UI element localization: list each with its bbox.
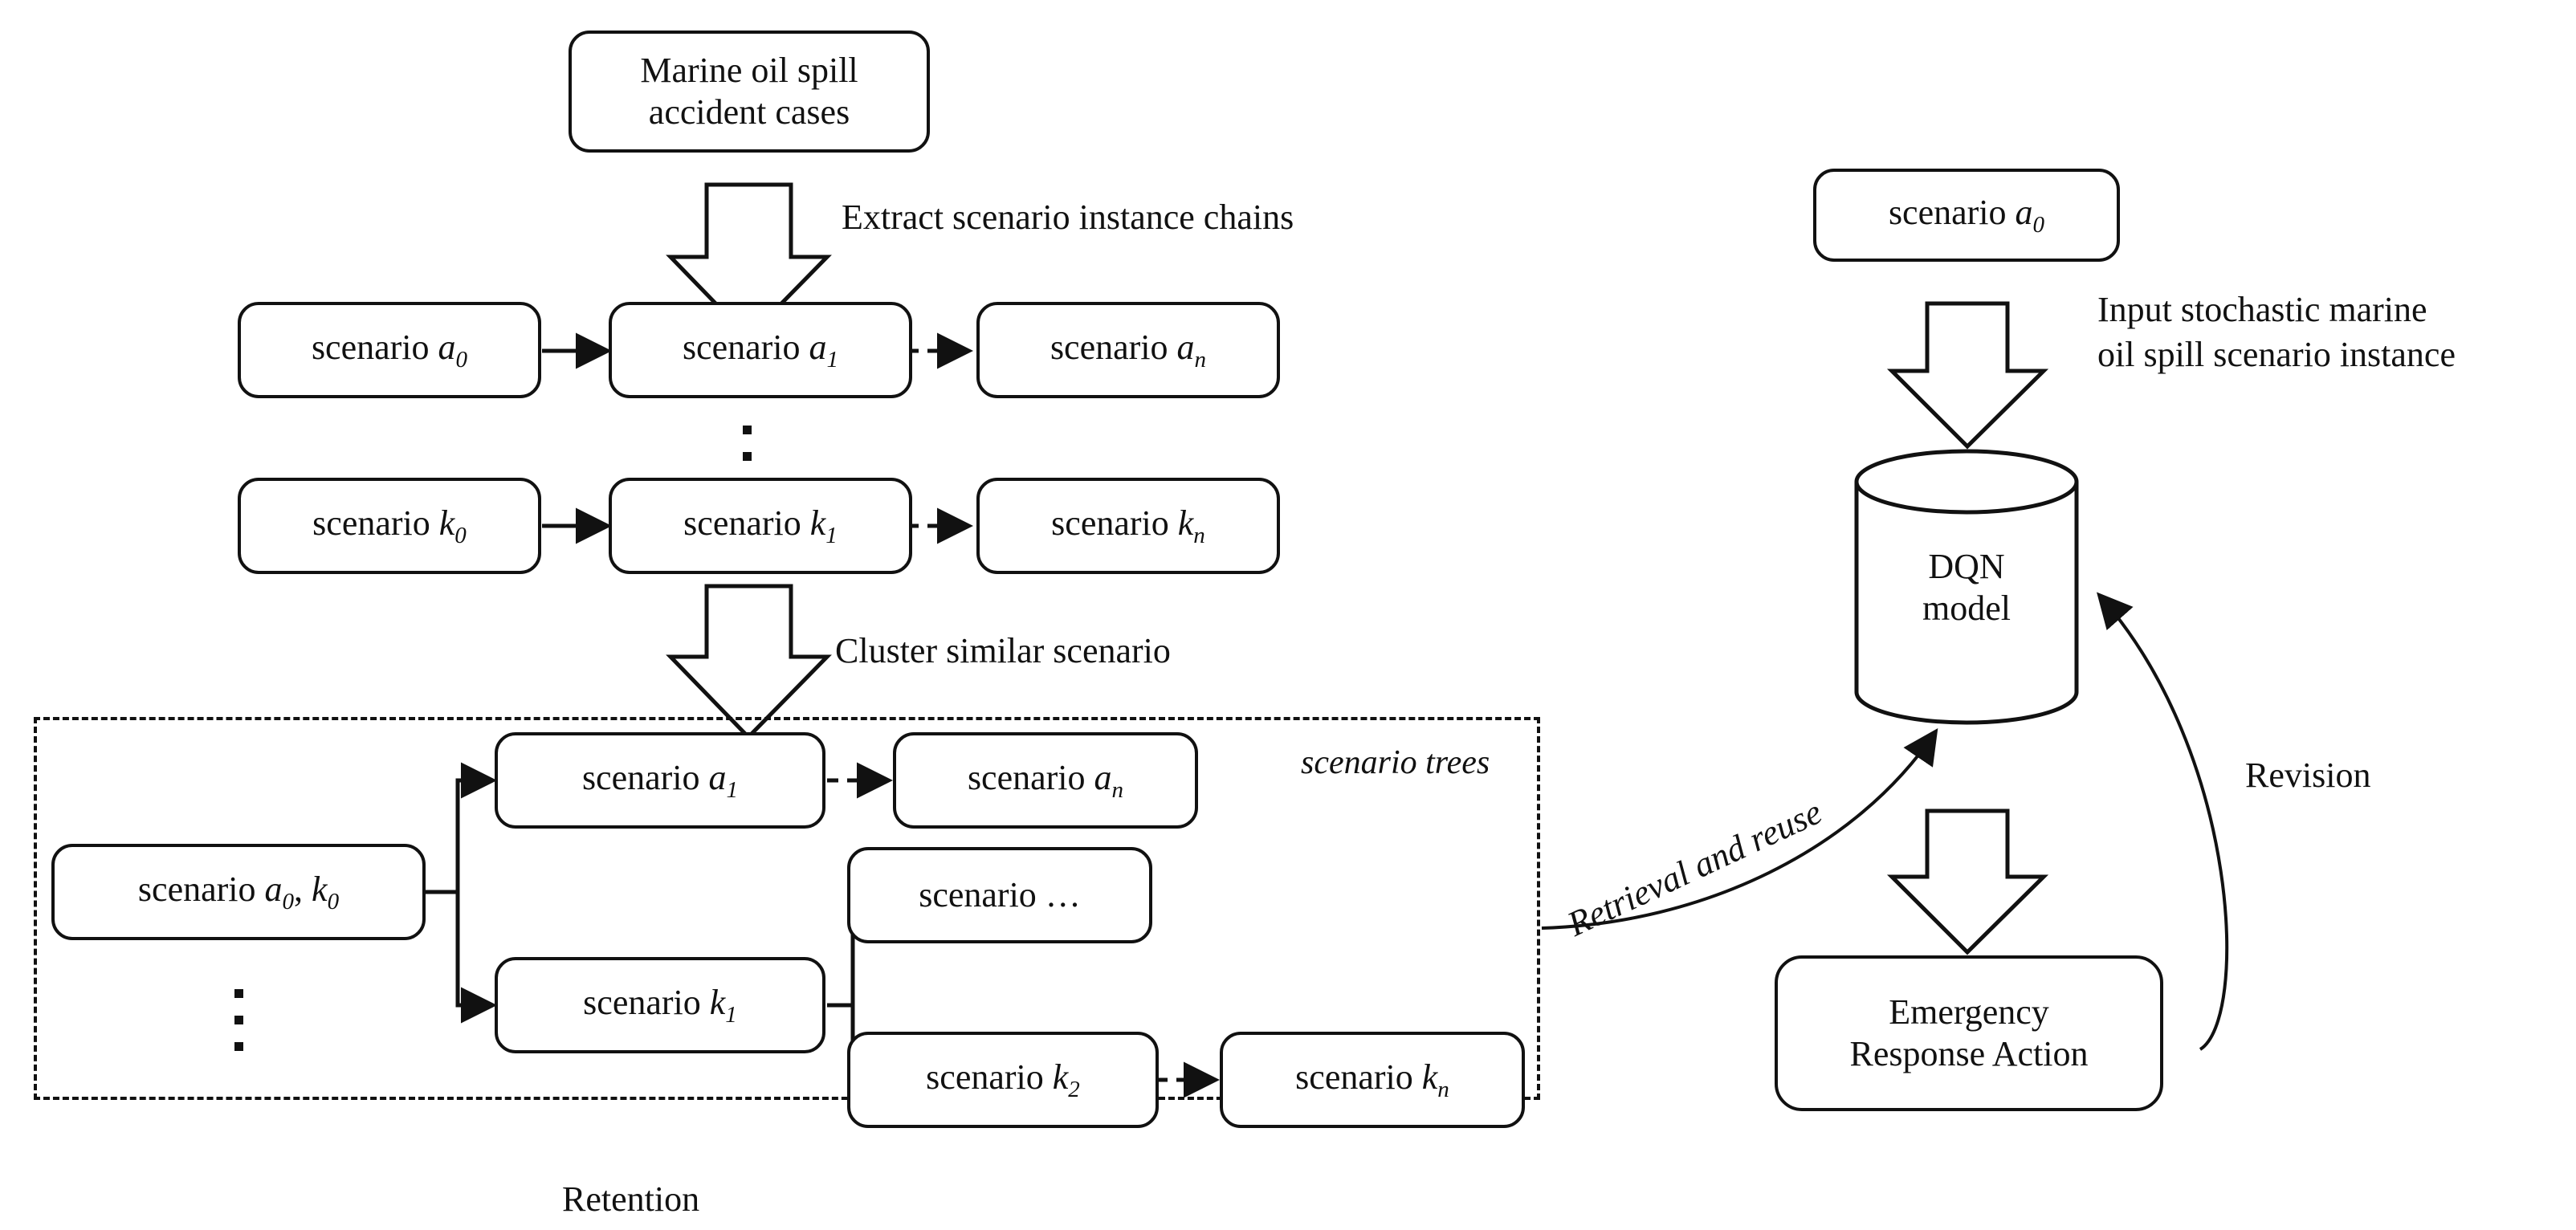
- node-tree-scenario-an[interactable]: scenario an: [893, 732, 1198, 829]
- label-extract-scenario-instance-chains: Extract scenario instance chains: [842, 198, 1294, 237]
- node-tree-scenario-k1[interactable]: scenario k1: [495, 957, 825, 1053]
- node-label: scenario kn: [1051, 503, 1205, 548]
- scenario-trees-container: [34, 717, 1540, 1100]
- label-cluster-similar-scenario: Cluster similar scenario: [835, 631, 1171, 670]
- label-input-stochastic-marine-oil-spill-scenario-instance: Input stochastic marine oil spill scenar…: [2097, 290, 2456, 375]
- node-label: scenario a0, k0: [137, 869, 340, 914]
- label-retention: Retention: [562, 1179, 700, 1219]
- node-tree-scenario-k2[interactable]: scenario k2: [847, 1032, 1159, 1128]
- node-label: scenario a1: [682, 327, 839, 373]
- node-label: scenario …: [919, 875, 1081, 915]
- node-chain-scenario-a0[interactable]: scenario a0: [238, 302, 541, 398]
- node-emergency-response-action[interactable]: Emergency Response Action: [1775, 955, 2163, 1111]
- dqn-model-label: DQN model: [1922, 547, 2011, 628]
- block-arrow-down-icon-cluster: [666, 584, 832, 740]
- label-scenario-trees: scenario trees: [1301, 744, 1490, 781]
- node-tree-scenario-a1[interactable]: scenario a1: [495, 732, 825, 829]
- node-label: scenario k2: [926, 1057, 1080, 1102]
- node-tree-root-scenario-a0-k0[interactable]: scenario a0, k0: [51, 844, 426, 940]
- node-chain-scenario-a1[interactable]: scenario a1: [609, 302, 912, 398]
- node-label: scenario an: [1050, 327, 1207, 373]
- node-label: scenario kn: [1295, 1057, 1449, 1102]
- node-label: scenario an: [967, 757, 1124, 803]
- node-tree-scenario-ellipsis[interactable]: scenario …: [847, 847, 1152, 943]
- node-marine-oil-spill-accident-cases[interactable]: Marine oil spill accident cases: [569, 31, 930, 153]
- block-arrow-down-icon-action: [1886, 808, 2049, 955]
- vertical-ellipsis-icon-tree: [234, 989, 243, 1069]
- node-chain-scenario-an[interactable]: scenario an: [976, 302, 1280, 398]
- node-label: Emergency Response Action: [1849, 992, 2089, 1073]
- node-input-scenario-a0[interactable]: scenario a0: [1813, 169, 2120, 262]
- label-retrieval-and-reuse: Retrieval and reuse: [1561, 792, 1828, 944]
- node-label: scenario a1: [581, 757, 739, 803]
- node-chain-scenario-k0[interactable]: scenario k0: [238, 478, 541, 574]
- node-label: scenario k0: [312, 503, 467, 548]
- node-label: Marine oil spill accident cases: [640, 51, 858, 132]
- label-revision: Revision: [2245, 756, 2371, 795]
- node-label: scenario a0: [1888, 192, 2045, 238]
- node-label: scenario k1: [583, 982, 737, 1028]
- node-label: scenario a0: [311, 327, 468, 373]
- block-arrow-down-icon-input: [1886, 301, 2049, 450]
- node-chain-scenario-kn[interactable]: scenario kn: [976, 478, 1280, 574]
- node-label: scenario k1: [683, 503, 838, 548]
- node-tree-scenario-kn[interactable]: scenario kn: [1220, 1032, 1525, 1128]
- node-chain-scenario-k1[interactable]: scenario k1: [609, 478, 912, 574]
